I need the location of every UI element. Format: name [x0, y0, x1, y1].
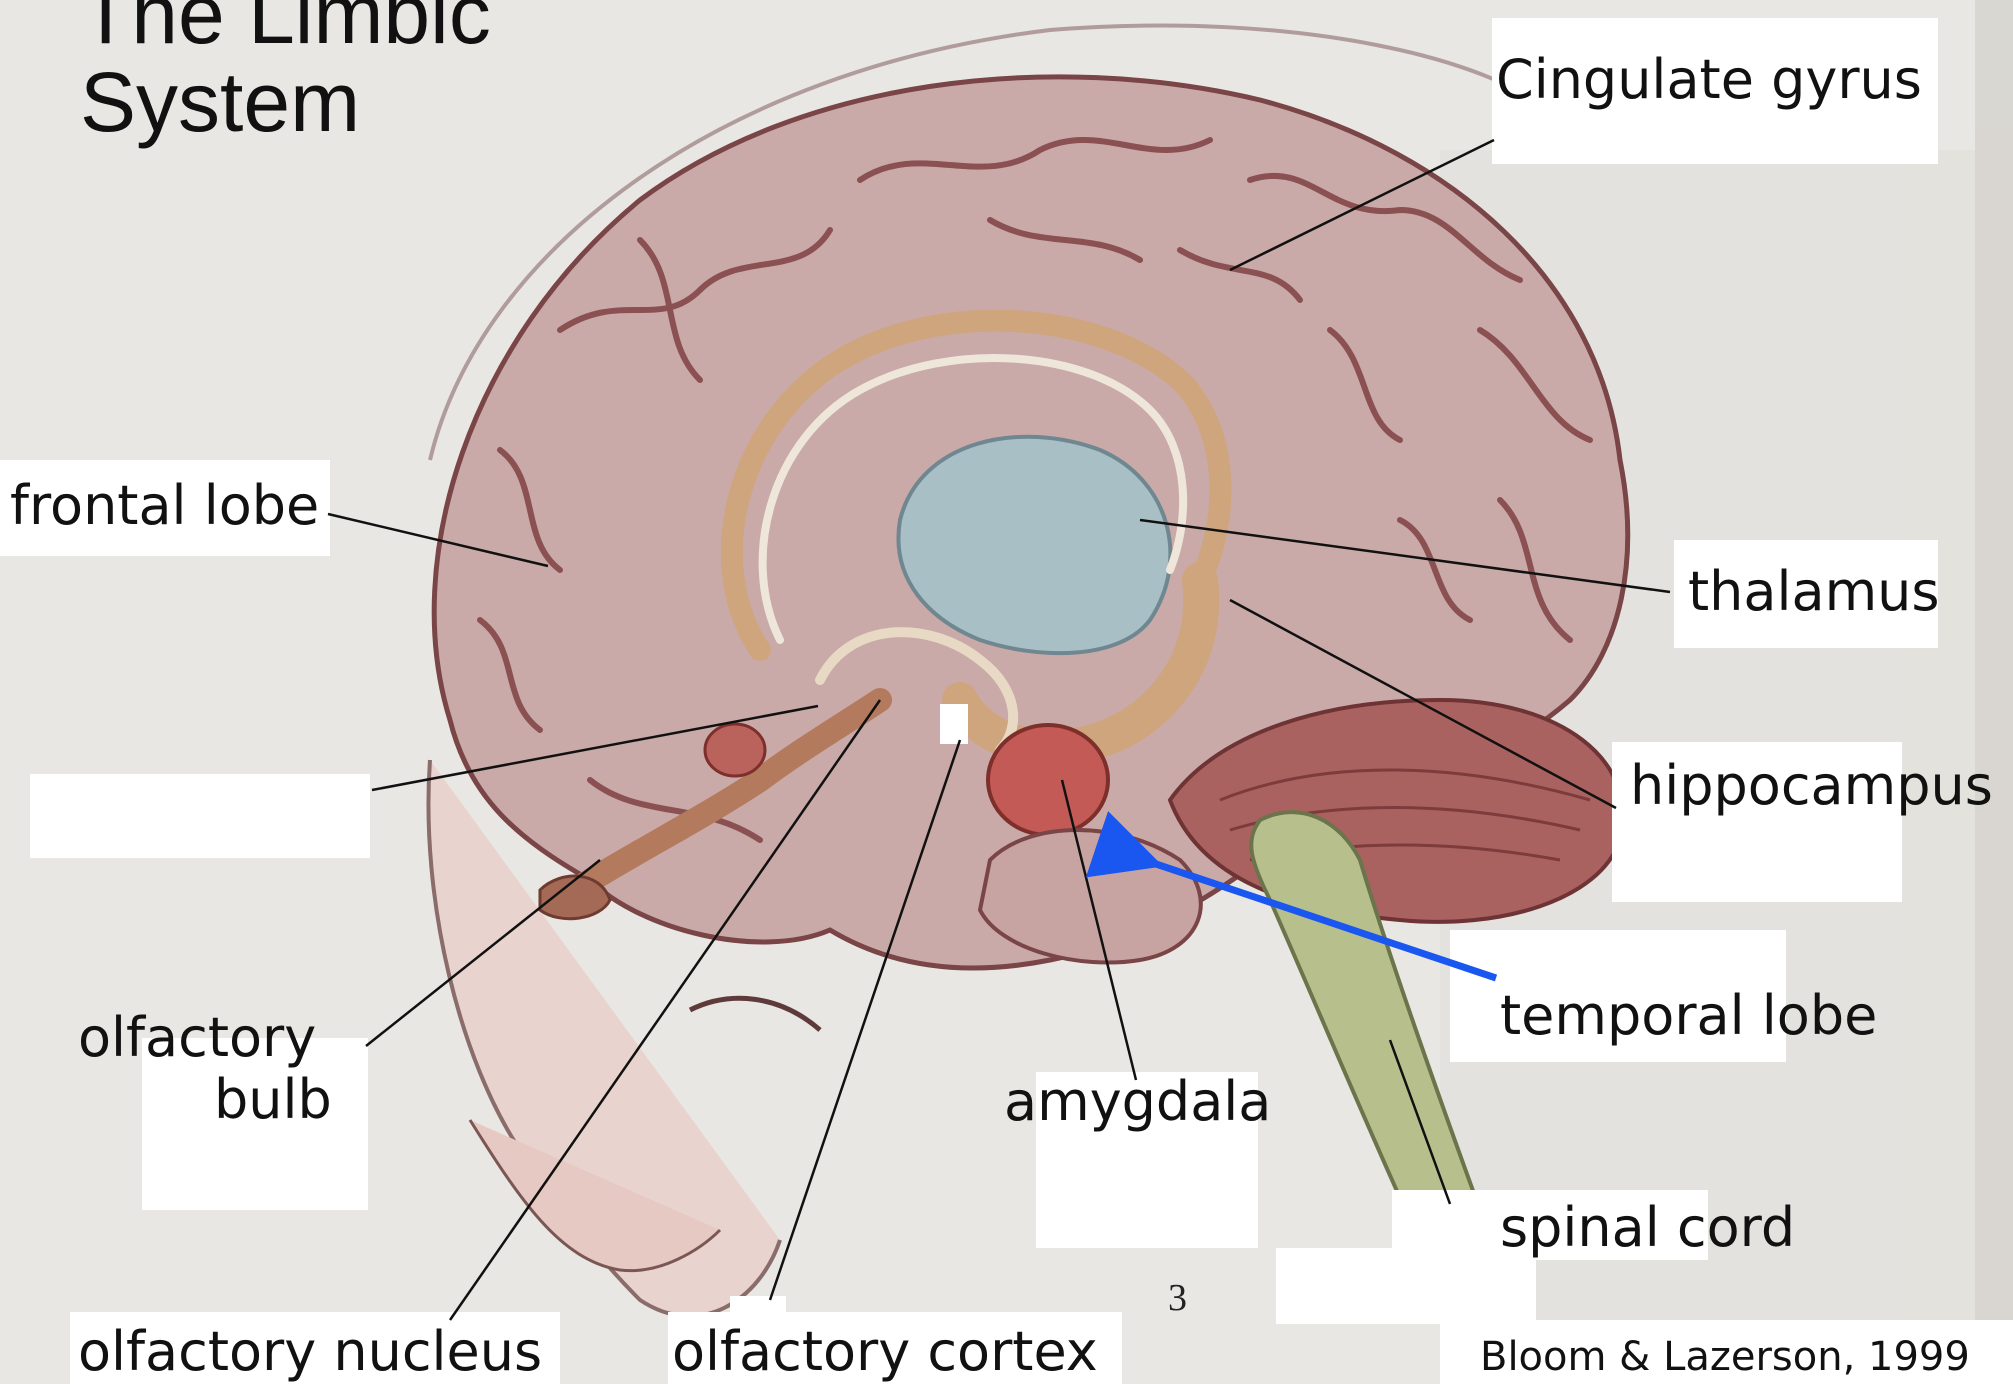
label-olfactory-bulb-line2: bulb — [214, 1068, 332, 1131]
amygdala-shape — [988, 725, 1108, 835]
title-line-2: System — [80, 58, 600, 146]
label-box-nucleus-blank — [30, 774, 370, 858]
title-line-1: The Limbic — [80, 0, 600, 58]
label-olfactory-nucleus: olfactory nucleus — [78, 1320, 542, 1383]
label-spinal-cord: spinal cord — [1500, 1196, 1795, 1259]
label-hippocampus: hippocampus — [1630, 754, 1993, 817]
olfactory-nucleus-shape — [705, 724, 765, 776]
label-cingulate-gyrus: Cingulate gyrus — [1496, 48, 1922, 111]
label-olfactory-cortex: olfactory cortex — [672, 1320, 1098, 1383]
label-amygdala: amygdala — [1004, 1070, 1271, 1133]
label-temporal-lobe: temporal lobe — [1500, 984, 1877, 1047]
label-thalamus: thalamus — [1688, 560, 1940, 623]
label-frontal-lobe: frontal lobe — [10, 474, 319, 537]
page-number: 3 — [1168, 1276, 1187, 1320]
figure-credit: Bloom & Lazerson, 1999 — [1480, 1334, 1970, 1380]
page-title: The Limbic System — [80, 0, 600, 146]
label-box-blank-center — [940, 704, 968, 744]
label-olfactory-bulb-line1: olfactory — [78, 1006, 316, 1069]
label-box-blank-small — [1276, 1248, 1536, 1324]
eye — [690, 998, 820, 1030]
